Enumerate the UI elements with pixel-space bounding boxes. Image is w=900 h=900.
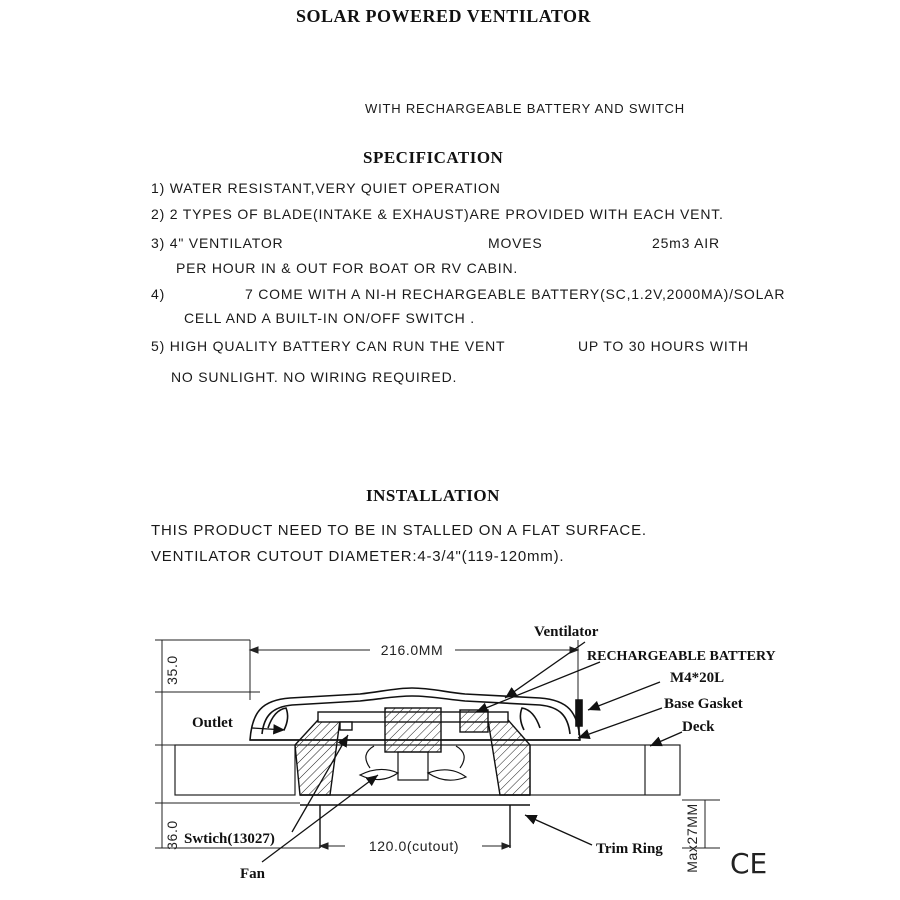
spec-item-3: 3) 4" VENTILATOR: [151, 235, 283, 251]
spec-item-5-continued: NO SUNLIGHT. NO WIRING REQUIRED.: [171, 369, 458, 385]
left-dimension-guides: [155, 639, 320, 849]
label-outlet: Outlet: [192, 715, 233, 731]
spec-item-4-text: 7 COME WITH A NI-H RECHARGEABLE BATTERY(…: [245, 286, 786, 302]
spec-item-4: 4): [151, 286, 165, 302]
spec-item-5-part-2: UP TO 30 HOURS WITH: [578, 338, 749, 354]
specification-heading: SPECIFICATION: [363, 148, 504, 167]
spec-item-5: 5) HIGH QUALITY BATTERY CAN RUN THE VENT: [151, 338, 505, 354]
label-ventilator: Ventilator: [534, 624, 599, 640]
installation-heading: INSTALLATION: [366, 486, 500, 505]
label-fan: Fan: [240, 866, 266, 882]
max-depth-dimension: Max27MM: [684, 803, 700, 873]
housing: [294, 707, 531, 796]
spec-item-3-continued: PER HOUR IN & OUT FOR BOAT OR RV CABIN.: [176, 260, 519, 276]
spec-item-2: 2) 2 TYPES OF BLADE(INTAKE & EXHAUST)ARE…: [151, 206, 724, 222]
label-switch: Swtich(13027): [184, 831, 275, 847]
page-title: SOLAR POWERED VENTILATOR: [296, 6, 592, 26]
cutout-dimension-line: [318, 842, 512, 850]
spec-item-text: 2 TYPES OF BLADE(INTAKE & EXHAUST)ARE PR…: [169, 206, 724, 222]
label-base-gasket: Base Gasket: [664, 696, 743, 712]
leader-lines: [251, 641, 683, 863]
spec-item-text: HIGH QUALITY BATTERY CAN RUN THE VENT: [169, 338, 506, 354]
spec-item-number: 4): [151, 286, 166, 302]
spec-item-1: 1) WATER RESISTANT,VERY QUIET OPERATION: [151, 180, 501, 196]
width-dimension: 216.0MM: [381, 642, 444, 658]
spec-item-text: WATER RESISTANT,VERY QUIET OPERATION: [169, 180, 501, 196]
spec-item-number: 1): [151, 180, 166, 196]
spec-item-4-continued: CELL AND A BUILT-IN ON/OFF SWITCH .: [184, 310, 475, 326]
installation-line-2: VENTILATOR CUTOUT DIAMETER:4-3/4"(119-12…: [151, 548, 565, 565]
max-depth-guides: [682, 799, 720, 849]
subtitle: WITH RECHARGEABLE BATTERY AND SWITCH: [365, 101, 685, 116]
spec-item-3-part-3: 25m3 AIR: [652, 235, 720, 251]
label-trim-ring: Trim Ring: [596, 841, 663, 857]
label-rechargeable-battery: RECHARGEABLE BATTERY: [587, 649, 776, 664]
ce-mark: CE: [730, 847, 767, 880]
bottom-height-dimension: 36.0: [164, 820, 180, 850]
spec-item-number: 3): [151, 235, 166, 251]
top-height-dimension: 35.0: [164, 655, 180, 685]
spec-item-3-part-2: MOVES: [488, 235, 543, 251]
spec-item-number: 5): [151, 338, 166, 354]
label-deck: Deck: [682, 719, 715, 735]
installation-line-1: THIS PRODUCT NEED TO BE IN STALLED ON A …: [151, 522, 647, 539]
spec-item-number: 2): [151, 206, 166, 222]
label-screw: M4*20L: [670, 670, 724, 686]
spec-item-text: 4" VENTILATOR: [169, 235, 284, 251]
cutout-dimension: 120.0(cutout): [369, 838, 459, 854]
